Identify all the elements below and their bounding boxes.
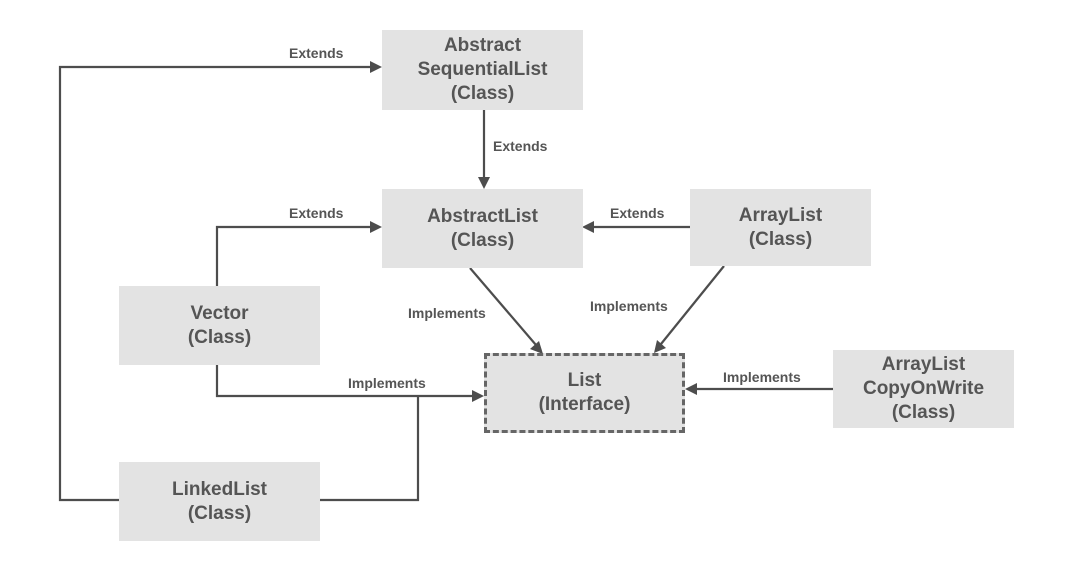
node-abstract-sequential-list-line1: Abstract — [443, 35, 522, 56]
edge-linkedlist-to-abstractsequentiallist — [58, 65, 370, 502]
node-array-list: ArrayList (Class) — [690, 189, 871, 266]
node-abstract-sequential-list: Abstract SequentialList (Class) — [382, 30, 583, 110]
node-abstract-list-line2: (Class) — [450, 229, 515, 251]
arrowhead-abstractlist-right — [582, 221, 594, 233]
arrowhead-list-left — [472, 390, 484, 402]
node-array-list-cow-line2: CopyOnWrite — [862, 378, 985, 399]
edge-vector-to-list — [215, 365, 472, 398]
node-list-line1: List — [567, 370, 602, 391]
edge-linkedlist-to-list — [320, 396, 420, 502]
node-array-list-line1: ArrayList — [738, 204, 823, 226]
node-vector-line2: (Class) — [187, 326, 252, 348]
edge-arraylist-to-list — [660, 265, 725, 345]
node-array-list-cow-line1: ArrayList — [881, 354, 966, 375]
label-implements-abstractlist: Implements — [408, 305, 486, 321]
arrowhead-abstractsequentiallist — [370, 61, 382, 73]
node-linked-list-line2: (Class) — [187, 502, 252, 524]
arrowhead-abstractlist-top — [478, 177, 490, 189]
label-implements-arraylist: Implements — [590, 298, 668, 314]
node-array-list-cow-line3: (Class) — [891, 402, 956, 423]
arrowhead-list-from-arraylist — [654, 340, 666, 353]
node-abstract-list-line1: AbstractList — [427, 205, 538, 227]
node-abstract-sequential-list-line3: (Class) — [450, 83, 515, 104]
node-abstract-sequential-list-line2: SequentialList — [417, 59, 548, 80]
node-array-list-copy-on-write: ArrayList CopyOnWrite (Class) — [833, 350, 1014, 428]
edge-abstractlist-to-list — [469, 267, 537, 346]
node-array-list-line2: (Class) — [748, 228, 813, 250]
node-linked-list: LinkedList (Class) — [119, 462, 320, 541]
arrowhead-list-from-abstractlist — [530, 341, 543, 354]
label-extends-arraylist: Extends — [610, 205, 665, 221]
label-extends-linkedlist: Extends — [289, 45, 344, 61]
label-extends-abstractsequentiallist: Extends — [493, 138, 548, 154]
label-implements-vector-linkedlist: Implements — [348, 375, 426, 391]
arrowhead-list-right — [685, 383, 697, 395]
node-list-interface: List (Interface) — [484, 353, 685, 433]
node-abstract-list: AbstractList (Class) — [382, 189, 583, 268]
label-implements-copyonwrite: Implements — [723, 369, 801, 385]
label-extends-vector: Extends — [289, 205, 344, 221]
edge-vector-to-abstractlist — [215, 225, 370, 286]
node-linked-list-line1: LinkedList — [171, 478, 267, 500]
node-vector-line1: Vector — [190, 302, 249, 324]
arrowhead-abstractlist-left — [370, 221, 382, 233]
node-list-line2: (Interface) — [538, 394, 631, 415]
node-vector: Vector (Class) — [119, 286, 320, 365]
